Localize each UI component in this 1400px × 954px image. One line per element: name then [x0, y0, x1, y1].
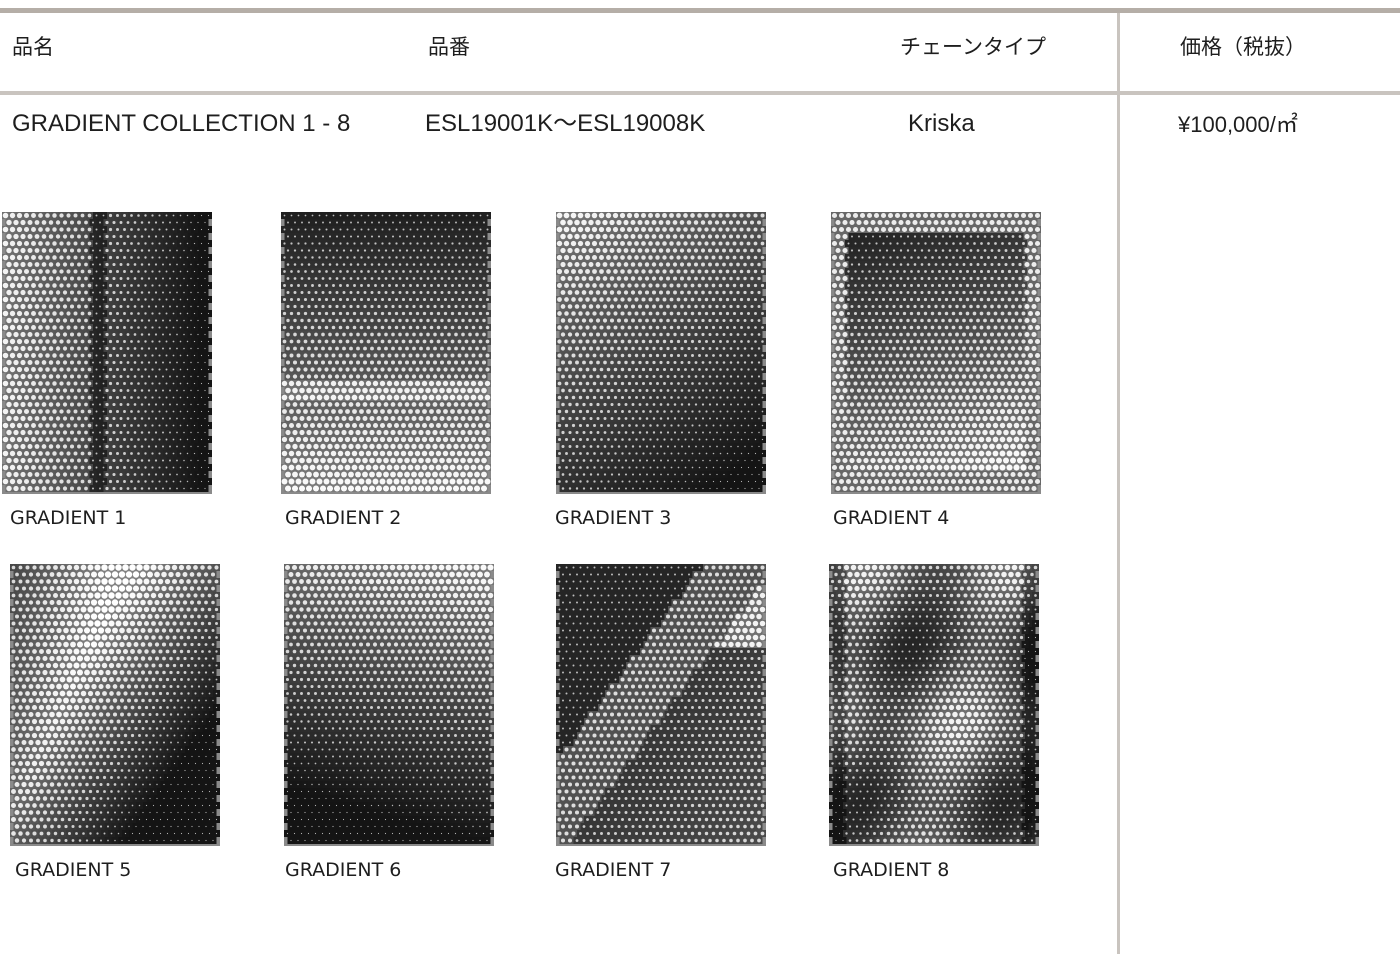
header-chain-type: チェーンタイプ — [900, 35, 1046, 59]
swatch-caption: GRADIENT 2 — [285, 507, 402, 529]
swatch-caption: GRADIENT 7 — [555, 859, 672, 881]
swatch-caption: GRADIENT 6 — [285, 859, 402, 881]
swatch-gradient-5[interactable] — [10, 564, 220, 846]
swatch-caption: GRADIENT 5 — [15, 859, 132, 881]
top-rule — [0, 8, 1400, 13]
swatch-gradient-4[interactable] — [831, 212, 1041, 494]
halftone-pattern — [556, 212, 766, 494]
halftone-pattern — [281, 212, 491, 494]
product-name-value: GRADIENT COLLECTION 1 - 8 — [12, 110, 351, 137]
swatch-gradient-8[interactable] — [829, 564, 1039, 846]
product-number-value: ESL19001K～ESL19008K — [425, 110, 706, 137]
swatch-caption: GRADIENT 8 — [833, 859, 950, 881]
swatch-gradient-6[interactable] — [284, 564, 494, 846]
halftone-pattern — [284, 564, 494, 846]
halftone-pattern — [829, 564, 1039, 846]
swatch-caption: GRADIENT 1 — [10, 507, 127, 529]
swatch-gradient-7[interactable] — [556, 564, 766, 846]
price-value: ¥100,000/㎡ — [1178, 112, 1298, 137]
swatch-caption: GRADIENT 4 — [833, 507, 950, 529]
swatch-gradient-2[interactable] — [281, 212, 491, 494]
price-column-divider — [1117, 13, 1120, 954]
header-product-name: 品名 — [12, 35, 54, 59]
halftone-pattern — [2, 212, 212, 494]
halftone-pattern — [831, 212, 1041, 494]
header-price: 価格（税抜） — [1180, 35, 1306, 59]
halftone-pattern — [10, 564, 220, 846]
chain-type-value: Kriska — [908, 110, 975, 137]
swatch-gradient-1[interactable] — [2, 212, 212, 494]
header-product-number: 品番 — [428, 35, 470, 59]
swatch-caption: GRADIENT 3 — [555, 507, 672, 529]
swatch-gradient-3[interactable] — [556, 212, 766, 494]
header-divider — [0, 91, 1400, 95]
halftone-pattern — [556, 564, 766, 846]
